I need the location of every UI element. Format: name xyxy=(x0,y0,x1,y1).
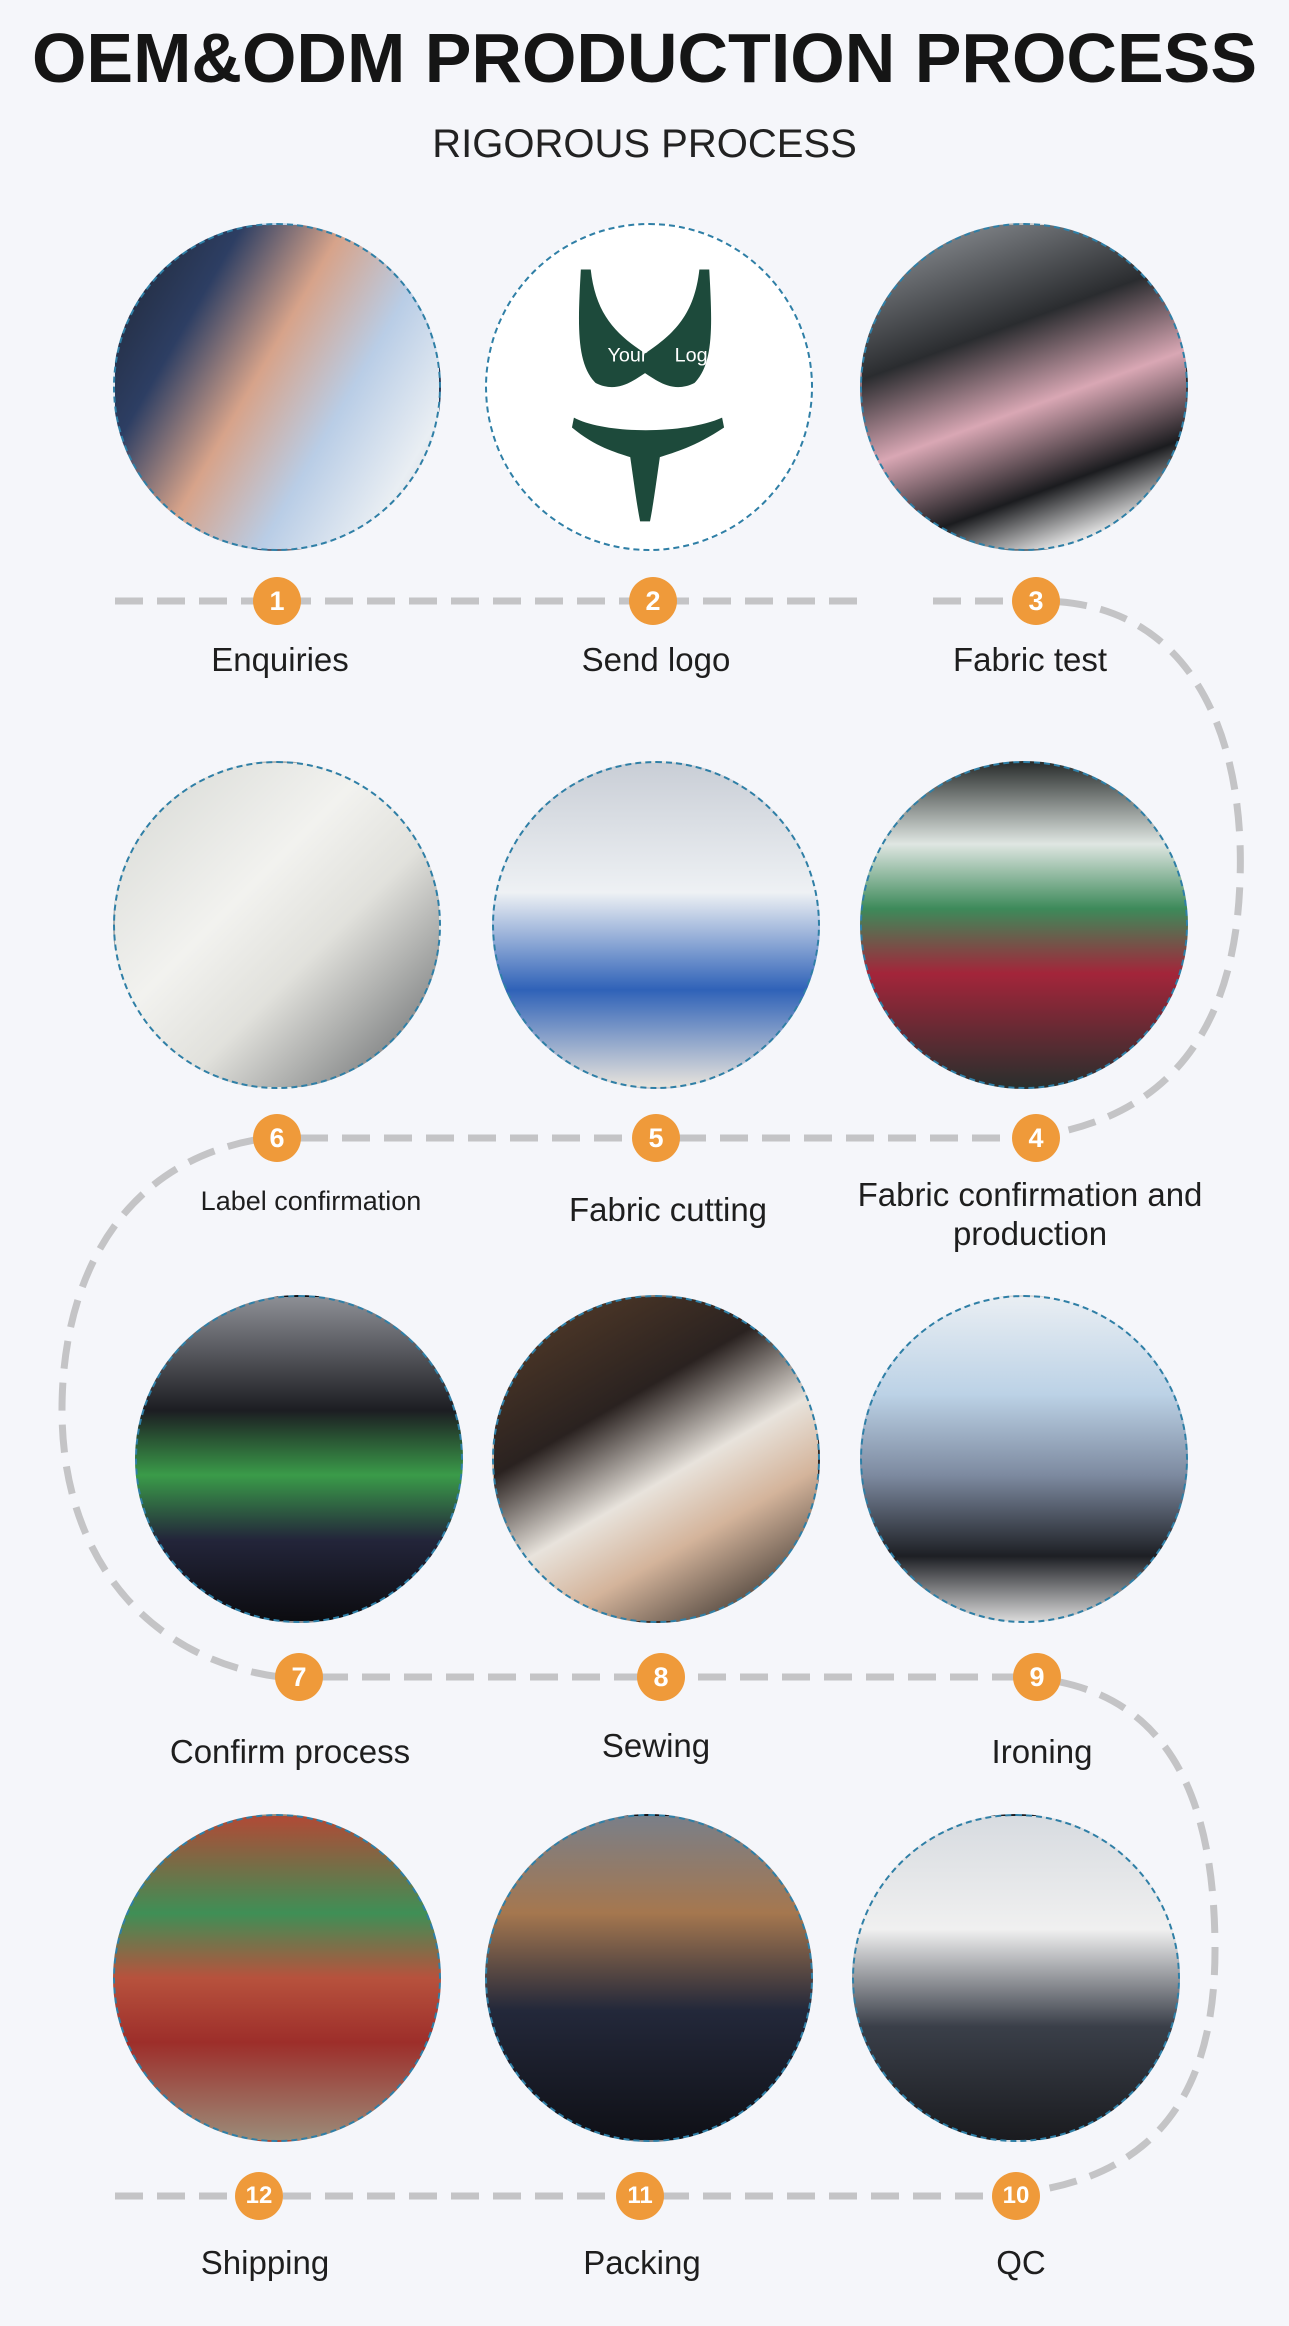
step-label: Fabric test xyxy=(952,641,1108,678)
step-number-badge: 9 xyxy=(1013,1653,1061,1701)
logo-text-left: Your xyxy=(608,344,648,366)
page-subtitle: RIGOROUS PROCESS xyxy=(432,122,857,166)
step-number-badge: 6 xyxy=(253,1114,301,1162)
cutting-photo xyxy=(492,761,820,1089)
step-label: Enquiries xyxy=(211,641,349,678)
step-label: Packing xyxy=(583,2244,701,2281)
step-label: Shipping xyxy=(200,2244,330,2281)
fabric-lab-photo xyxy=(860,223,1188,551)
step-number-badge: 2 xyxy=(629,577,677,625)
bikini-logo-mockup: Your Logo xyxy=(485,223,813,551)
step-number-badge: 4 xyxy=(1012,1114,1060,1162)
step-label: Confirm process xyxy=(169,1733,411,1770)
sewing-machine-photo xyxy=(492,1295,820,1623)
embroidery-photo xyxy=(135,1295,463,1623)
step-label: Fabric cutting xyxy=(568,1191,768,1228)
step-label: Fabric confirmation and production xyxy=(857,1176,1203,1252)
page-title: OEM&ODM PRODUCTION PROCESS xyxy=(31,19,1258,97)
step-number-badge: 11 xyxy=(616,2172,664,2220)
step-number-badge: 12 xyxy=(235,2172,283,2220)
shipping-container-photo xyxy=(113,1814,441,2142)
path-curve-right xyxy=(1039,1678,1219,2194)
qc-line-photo xyxy=(852,1814,1180,2142)
ironing-photo xyxy=(860,1295,1188,1623)
label-tag-photo xyxy=(113,761,441,1089)
step-label: Ironing xyxy=(991,1733,1093,1770)
path-curve-left xyxy=(58,1136,281,1681)
step-number-badge: 3 xyxy=(1012,577,1060,625)
step-number-badge: 8 xyxy=(637,1653,685,1701)
factory-floor-photo xyxy=(860,761,1188,1089)
step-number-badge: 5 xyxy=(632,1114,680,1162)
logo-text-right: Logo xyxy=(675,344,719,366)
bikini-icon: Your Logo xyxy=(571,269,725,522)
step-label: Label confirmation xyxy=(200,1186,422,1216)
packing-photo xyxy=(485,1814,813,2142)
step-number-badge: 7 xyxy=(275,1653,323,1701)
step-number-badge: 10 xyxy=(992,2172,1040,2220)
step-label: Send logo xyxy=(581,641,731,678)
step-label: Sewing xyxy=(601,1727,711,1764)
step-number-badge: 1 xyxy=(253,577,301,625)
handshake-photo xyxy=(113,223,441,551)
path-row-1b xyxy=(933,597,1244,1136)
step-label: QC xyxy=(996,2244,1046,2281)
